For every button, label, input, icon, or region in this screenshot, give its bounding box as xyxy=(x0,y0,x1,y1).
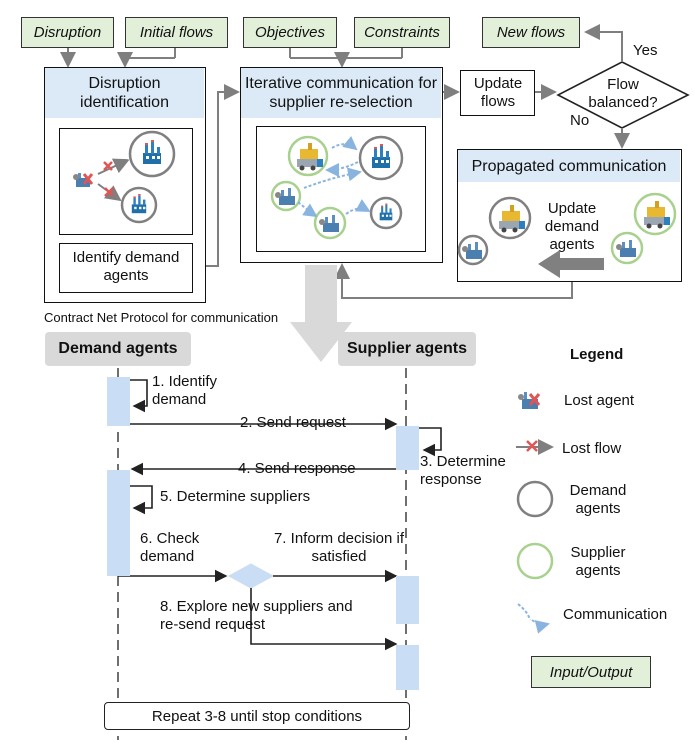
legend-input-output: Input/Output xyxy=(531,656,651,688)
iterative-picture-icons xyxy=(270,135,404,240)
step-6-label: 6. Check demand xyxy=(140,530,200,565)
legend-lost-agent-label: Lost agent xyxy=(564,392,635,409)
demand-agents-header: Demand agents xyxy=(45,332,191,366)
io-new-flows: New flows xyxy=(482,17,580,48)
step-2-label: 2. Send request xyxy=(240,414,346,431)
io-objectives: Objectives xyxy=(243,17,337,48)
supplier-activation-2 xyxy=(396,576,419,624)
io-constraints: Constraints xyxy=(354,17,450,48)
protocol-title: Contract Net Protocol for communication xyxy=(44,310,279,325)
io-disruption: Disruption xyxy=(21,17,114,48)
step-8-label: 8. Explore new suppliers and re-send req… xyxy=(160,598,353,633)
demand-activation-2 xyxy=(107,470,130,576)
supplier-agents-header: Supplier agents xyxy=(338,332,476,366)
iterative-communication-title: Iterative communication for supplier re-… xyxy=(241,68,441,118)
propagated-communication-panel: Propagated communication Update demand a… xyxy=(457,149,682,282)
io-initial-flows: Initial flows xyxy=(125,17,228,48)
disruption-identification-panel: Disruption identification Identify deman… xyxy=(44,67,206,303)
propagated-communication-title: Propagated communication xyxy=(458,150,680,182)
propagated-picture-icons xyxy=(457,192,677,278)
supplier-activation-1 xyxy=(396,426,419,470)
yes-label: Yes xyxy=(633,42,658,59)
step-7-label: 7. Inform decision if satisfied xyxy=(273,530,405,565)
disruption-identification-title: Disruption identification xyxy=(45,68,204,118)
identify-demand-agents-label: Identify demand agents xyxy=(72,249,180,284)
step-5-label: 5. Determine suppliers xyxy=(160,488,311,505)
legend-demand-agents-label: Demand agents xyxy=(569,482,627,517)
disruption-picture-icons xyxy=(73,130,176,224)
update-flows-box: Update flows xyxy=(460,70,535,116)
legend-lost-flow-label: Lost flow xyxy=(562,440,622,457)
demand-activation-1 xyxy=(107,377,130,426)
legend-communication-label: Communication xyxy=(563,606,668,623)
repeat-box: Repeat 3-8 until stop conditions xyxy=(104,702,410,730)
lost-agent-icon xyxy=(518,392,541,409)
legend-supplier-agents-label: Supplier agents xyxy=(570,544,626,579)
step-4-label: 4. Send response xyxy=(238,460,356,477)
supplier-activation-3 xyxy=(396,645,419,690)
step-1-label: 1. Identify demand xyxy=(152,373,218,408)
identify-demand-agents-box: Identify demand agents xyxy=(59,243,193,293)
legend-title: Legend xyxy=(570,346,624,363)
step-3-label: 3. Determine response xyxy=(420,453,506,488)
update-demand-agents-label: Update demand agents xyxy=(544,200,600,253)
no-label: No xyxy=(570,112,590,129)
update-flows-label: Update flows xyxy=(473,75,523,110)
flow-balanced-label: Flow balanced? xyxy=(588,76,658,111)
